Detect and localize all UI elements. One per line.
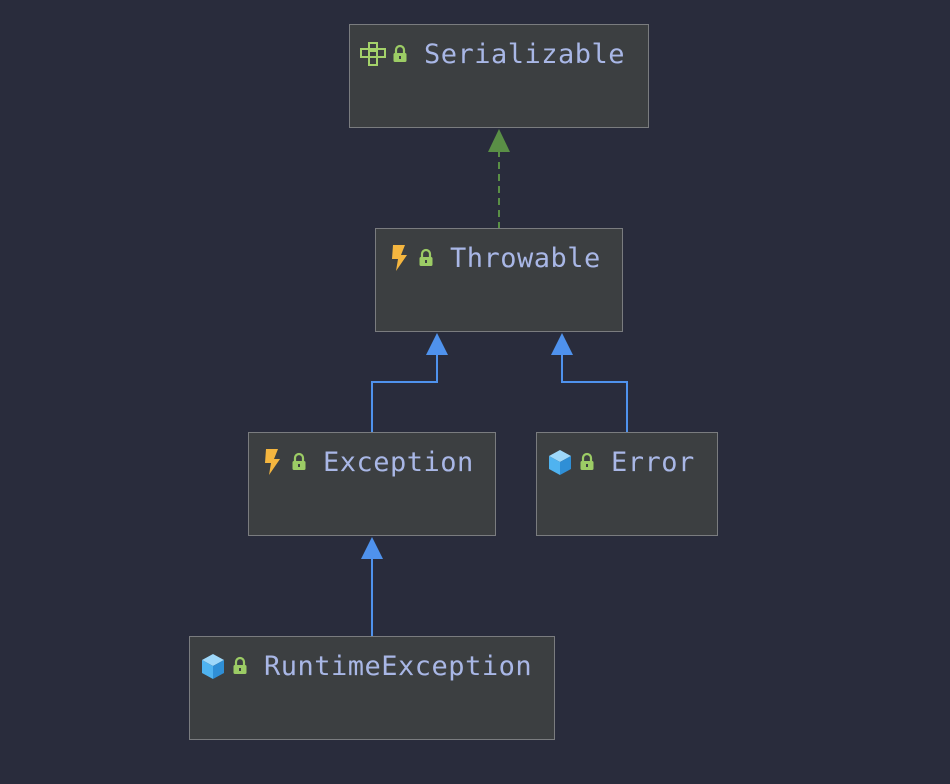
lock-icon — [390, 39, 410, 69]
node-exception[interactable]: Exception — [248, 432, 496, 536]
node-label: Throwable — [450, 242, 601, 274]
edge-runtime-exception-extends-exception — [361, 537, 383, 637]
node-label: RuntimeException — [264, 650, 533, 682]
node-throwable[interactable]: Throwable — [375, 228, 623, 332]
lock-icon — [230, 651, 250, 681]
lightning-icon — [384, 243, 414, 273]
class-cube-icon — [198, 651, 228, 681]
lock-icon — [289, 447, 309, 477]
node-label: Error — [611, 446, 695, 478]
node-runtime-exception[interactable]: RuntimeException — [189, 636, 555, 740]
edge-error-extends-throwable — [551, 333, 628, 433]
class-cube-icon — [545, 447, 575, 477]
node-serializable[interactable]: Serializable — [349, 24, 649, 128]
lightning-icon — [257, 447, 287, 477]
edge-throwable-implements-serializable — [488, 129, 510, 229]
node-error[interactable]: Error — [536, 432, 718, 536]
node-label: Exception — [323, 446, 474, 478]
edge-exception-extends-throwable — [371, 333, 448, 433]
interface-icon — [358, 39, 388, 69]
lock-icon — [416, 243, 436, 273]
lock-icon — [577, 447, 597, 477]
node-label: Serializable — [424, 38, 626, 70]
